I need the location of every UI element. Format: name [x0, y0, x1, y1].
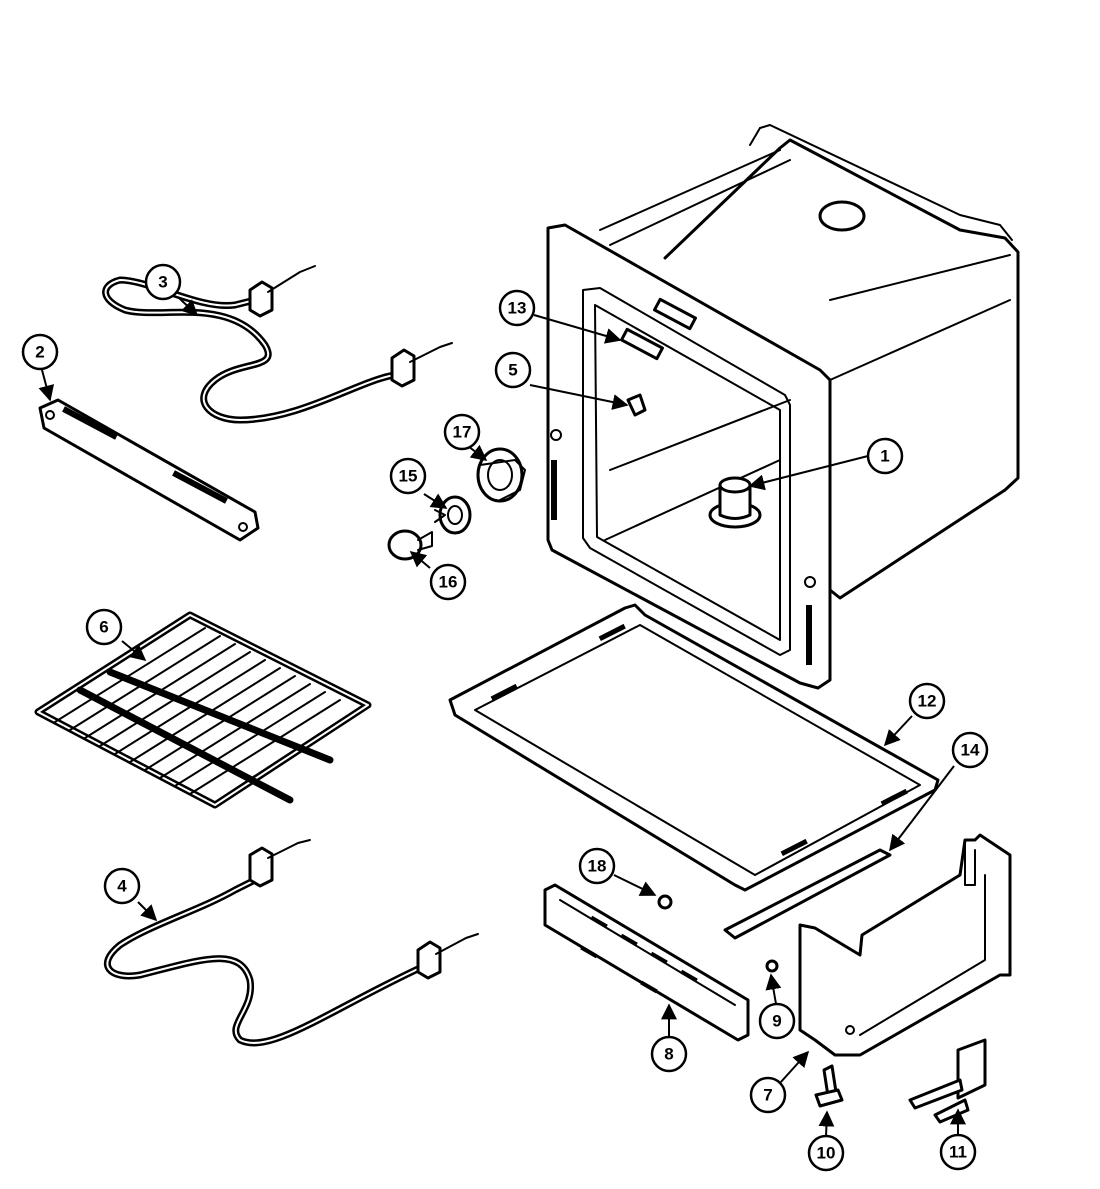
callout-6: 6 — [85, 608, 123, 646]
callout-6-label: 6 — [99, 618, 108, 637]
callout-18: 18 — [578, 847, 616, 885]
callout-7-label: 7 — [763, 1086, 772, 1105]
part-13-shield — [620, 327, 664, 361]
callout-2-label: 2 — [35, 343, 44, 362]
part-8-vent — [543, 883, 750, 1042]
callout-17-label: 17 — [453, 423, 472, 442]
callout-15: 15 — [389, 457, 427, 495]
callout-10-label: 10 — [817, 1144, 836, 1163]
callout-16-label: 16 — [439, 573, 458, 592]
callout-3: 3 — [144, 263, 182, 301]
leader-lines — [38, 296, 966, 1138]
frame-slot-right — [806, 605, 812, 665]
callout-8-label: 8 — [664, 1045, 673, 1064]
callout-13-label: 13 — [508, 299, 527, 318]
callout-14: 14 — [951, 731, 989, 769]
oven-cavity — [546, 124, 1020, 690]
part-5-clip — [626, 393, 647, 417]
part-2-bracket — [38, 398, 260, 542]
part-9-screw — [765, 959, 779, 973]
callout-2: 2 — [21, 333, 59, 371]
callout-11-label: 11 — [949, 1143, 967, 1162]
callout-17: 17 — [443, 413, 481, 451]
callout-16: 16 — [429, 563, 467, 601]
callout-15-label: 15 — [399, 467, 418, 486]
callout-14-label: 14 — [961, 741, 980, 760]
callout-4-label: 4 — [117, 877, 127, 896]
callout-3-label: 3 — [158, 273, 167, 292]
part-17-lens — [476, 447, 526, 503]
callout-12-label: 12 — [918, 692, 937, 711]
part-3-broil-element — [102, 265, 453, 424]
part-16-bulb — [387, 529, 433, 561]
callout-8: 8 — [650, 1035, 688, 1073]
callout-1-label: 1 — [880, 447, 889, 466]
callout-12: 12 — [908, 682, 946, 720]
part-7-bracket — [798, 833, 1012, 1057]
part-11-clip — [908, 1038, 987, 1124]
frame-slot-left — [551, 460, 557, 520]
part-15-socket — [434, 495, 472, 535]
callout-13: 13 — [498, 289, 536, 327]
callout-9: 9 — [758, 1002, 796, 1040]
part-6-rack — [34, 611, 372, 809]
callout-7: 7 — [749, 1076, 787, 1114]
callout-1: 1 — [866, 437, 904, 475]
callout-5: 5 — [494, 351, 532, 389]
part-10-leveling-leg — [814, 1064, 844, 1108]
part-18-nut — [657, 894, 673, 910]
callout-11: 11 — [939, 1133, 977, 1171]
callout-10: 10 — [807, 1134, 845, 1172]
part-4-bake-element — [104, 839, 479, 1047]
callout-9-label: 9 — [772, 1012, 781, 1031]
callout-4: 4 — [103, 867, 141, 905]
callout-5-label: 5 — [508, 361, 517, 380]
part-14-strip — [723, 848, 892, 940]
part-12-tray — [448, 603, 940, 892]
callout-18-label: 18 — [588, 857, 607, 876]
